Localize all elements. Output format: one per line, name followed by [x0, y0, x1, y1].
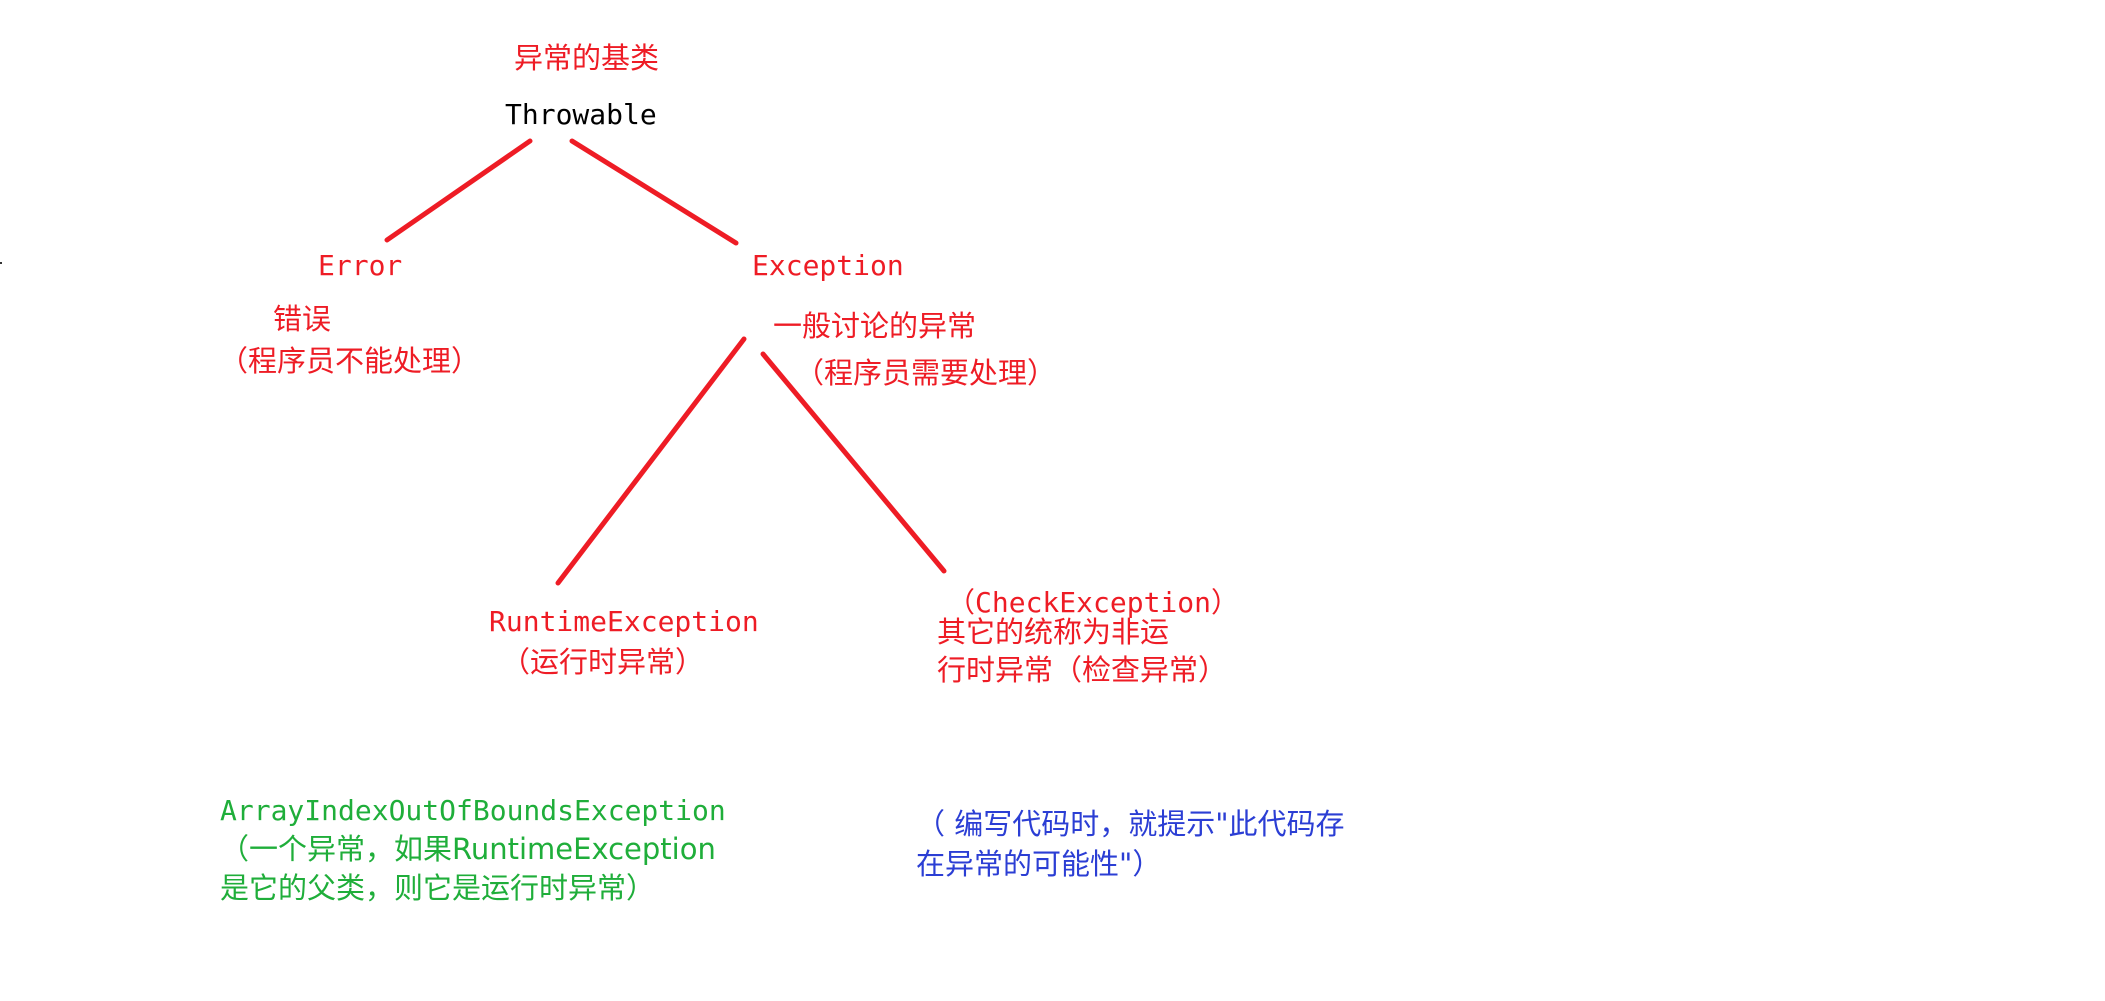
error-note: （程序员不能处理） — [219, 344, 481, 378]
check-exception-class-name: （CheckException） — [947, 586, 1240, 619]
root-class-name: Throwable — [505, 98, 657, 131]
exception-class-name: Exception — [752, 249, 904, 282]
runtime-exception-class-name: RuntimeException — [489, 605, 759, 638]
connector-throwable-error — [384, 138, 533, 243]
edge-tick-mark — [0, 262, 2, 264]
connector-exception-checked — [760, 351, 947, 574]
exception-note: （程序员需要处理） — [795, 356, 1057, 390]
check-exception-description-line1: 其它的统称为非运 — [937, 615, 1170, 649]
runtime-exception-description: （运行时异常） — [501, 645, 705, 679]
checked-exception-note-line1: （ 编写代码时，就提示"此代码存 — [916, 807, 1345, 841]
example-exception-note-line2: （一个异常，如果RuntimeException — [220, 832, 716, 866]
connector-throwable-exception — [569, 138, 739, 246]
root-caption: 异常的基类 — [514, 41, 660, 75]
error-class-name: Error — [318, 249, 403, 282]
error-description: 错误 — [273, 302, 332, 336]
example-exception-note-line3: 是它的父类，则它是运行时异常） — [220, 871, 656, 905]
check-exception-description-line2: 行时异常（检查异常） — [937, 653, 1228, 687]
example-exception-class-name: ArrayIndexOutOfBoundsException — [220, 794, 726, 827]
checked-exception-note-line2: 在异常的可能性"） — [916, 847, 1162, 881]
exception-description: 一般讨论的异常 — [773, 309, 977, 343]
connector-exception-runtime — [555, 336, 747, 586]
